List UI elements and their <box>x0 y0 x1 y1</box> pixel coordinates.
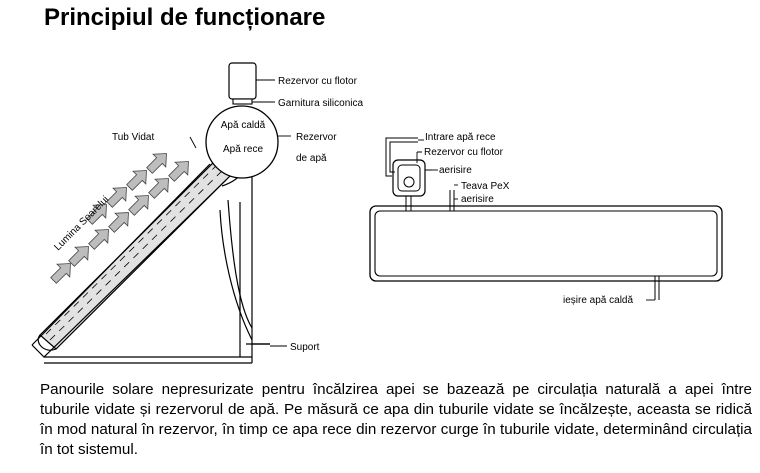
right-system-diagram: Intrare apă rece Rezervor cu flotor aeri… <box>369 132 723 306</box>
float-tank <box>228 62 257 100</box>
label-sunlight: Lumina Soarelui <box>52 194 111 253</box>
left-solar-heater-diagram: Rezervor cu flotor Garnitura siliconica … <box>31 62 363 364</box>
label-vent-2: aerisire <box>461 194 494 205</box>
main-tank-outer <box>369 205 723 282</box>
label-cold-water-inlet: Intrare apă rece <box>425 132 496 143</box>
label-pex-pipe: Teava PeX <box>461 181 510 192</box>
label-tank-float-small: Rezervor cu flotor <box>424 147 504 158</box>
label-tank-float: Rezervor cu flotor <box>278 76 358 87</box>
sunlight-arrow-icon <box>68 246 89 267</box>
water-tank <box>205 105 279 179</box>
sunlight-arrow-icon <box>88 229 109 250</box>
silicone-gasket <box>232 98 253 105</box>
label-cold-water: Apă rece <box>223 144 263 155</box>
sunlight-arrow-icon <box>148 178 169 199</box>
label-silicone-gasket: Garnitura siliconica <box>278 98 363 109</box>
label-vent-1: aerisire <box>439 165 472 176</box>
float-ball <box>403 176 415 188</box>
sunlight-arrow-icon <box>168 161 189 182</box>
sunlight-arrow-icon <box>106 187 127 208</box>
sunlight-arrow-icon <box>146 153 167 174</box>
label-support: Suport <box>290 342 320 353</box>
sunlight-arrows <box>50 153 189 284</box>
sunlight-arrow-icon <box>128 195 149 216</box>
label-water-tank-line2: de apă <box>296 153 327 164</box>
description-paragraph: Panourile solare nepresurizate pentru în… <box>40 381 752 458</box>
sunlight-arrow-icon <box>86 204 107 225</box>
sunlight-arrow-icon <box>50 263 71 284</box>
float-tank-small-inner <box>397 164 421 192</box>
label-hot-water: Apă caldă <box>221 120 266 131</box>
label-water-tank-line1: Rezervor <box>296 132 337 143</box>
page-title: Principiul de funcționare <box>44 4 326 31</box>
sunlight-arrow-icon <box>108 212 129 233</box>
label-hot-water-outlet: ieșire apă caldă <box>563 295 633 306</box>
main-tank-inner <box>374 210 718 277</box>
label-vacuum-tube: Tub Vidat <box>112 132 154 143</box>
sunlight-arrow-icon <box>126 170 147 191</box>
working-principle-diagram: Rezervor cu flotor Garnitura siliconica … <box>31 62 723 364</box>
